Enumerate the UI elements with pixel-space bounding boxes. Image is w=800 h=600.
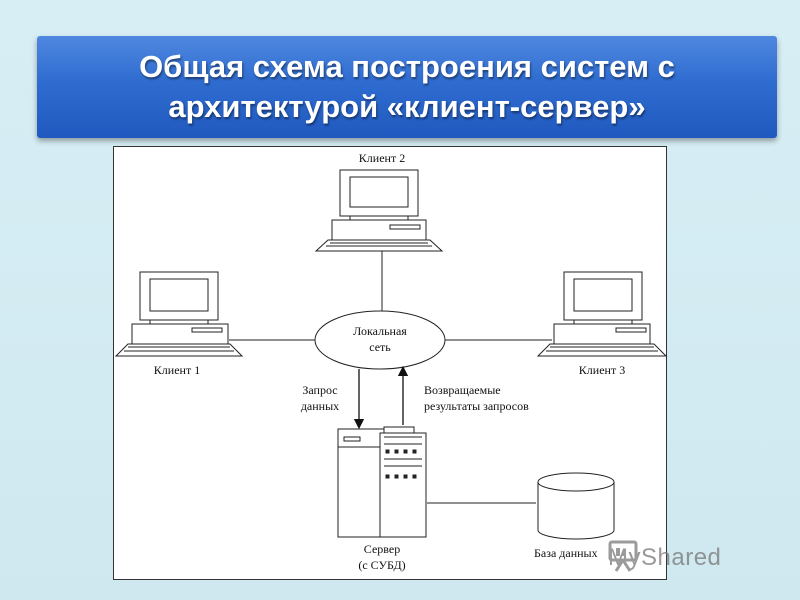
database-icon	[537, 472, 615, 540]
title-banner: Общая схема построения систем с архитект…	[37, 36, 777, 138]
client2-label: Клиент 2	[359, 151, 405, 165]
client2-computer-icon	[314, 169, 444, 252]
client3-computer-icon	[536, 271, 668, 357]
server-label-line1: Сервер	[364, 542, 400, 556]
network-label-line2: сеть	[369, 340, 391, 354]
results-label-line1: Возвращаемые	[424, 383, 501, 397]
server-label-line2: (с СУБД)	[358, 558, 405, 572]
network-label-line1: Локальная	[353, 324, 407, 338]
results-label-line2: результаты запросов	[424, 399, 529, 413]
network-links	[229, 251, 552, 504]
request-label-line2: данных	[301, 399, 339, 413]
client-server-diagram: Клиент 2 Клиент 1 Клиент 3 Локаль	[113, 146, 668, 580]
page-title: Общая схема построения систем с архитект…	[139, 49, 675, 124]
client1-label: Клиент 1	[154, 363, 200, 377]
client3-label: Клиент 3	[579, 363, 625, 377]
watermark: MyShared	[608, 540, 768, 576]
database-label: База данных	[534, 546, 598, 560]
presentation-board-icon	[608, 540, 638, 572]
client1-computer-icon	[114, 271, 244, 357]
server-icon	[337, 426, 427, 538]
diagram-canvas: Клиент 2 Клиент 1 Клиент 3 Локаль	[114, 151, 668, 572]
request-label-line1: Запрос	[302, 383, 337, 397]
local-network-ellipse	[314, 310, 446, 370]
